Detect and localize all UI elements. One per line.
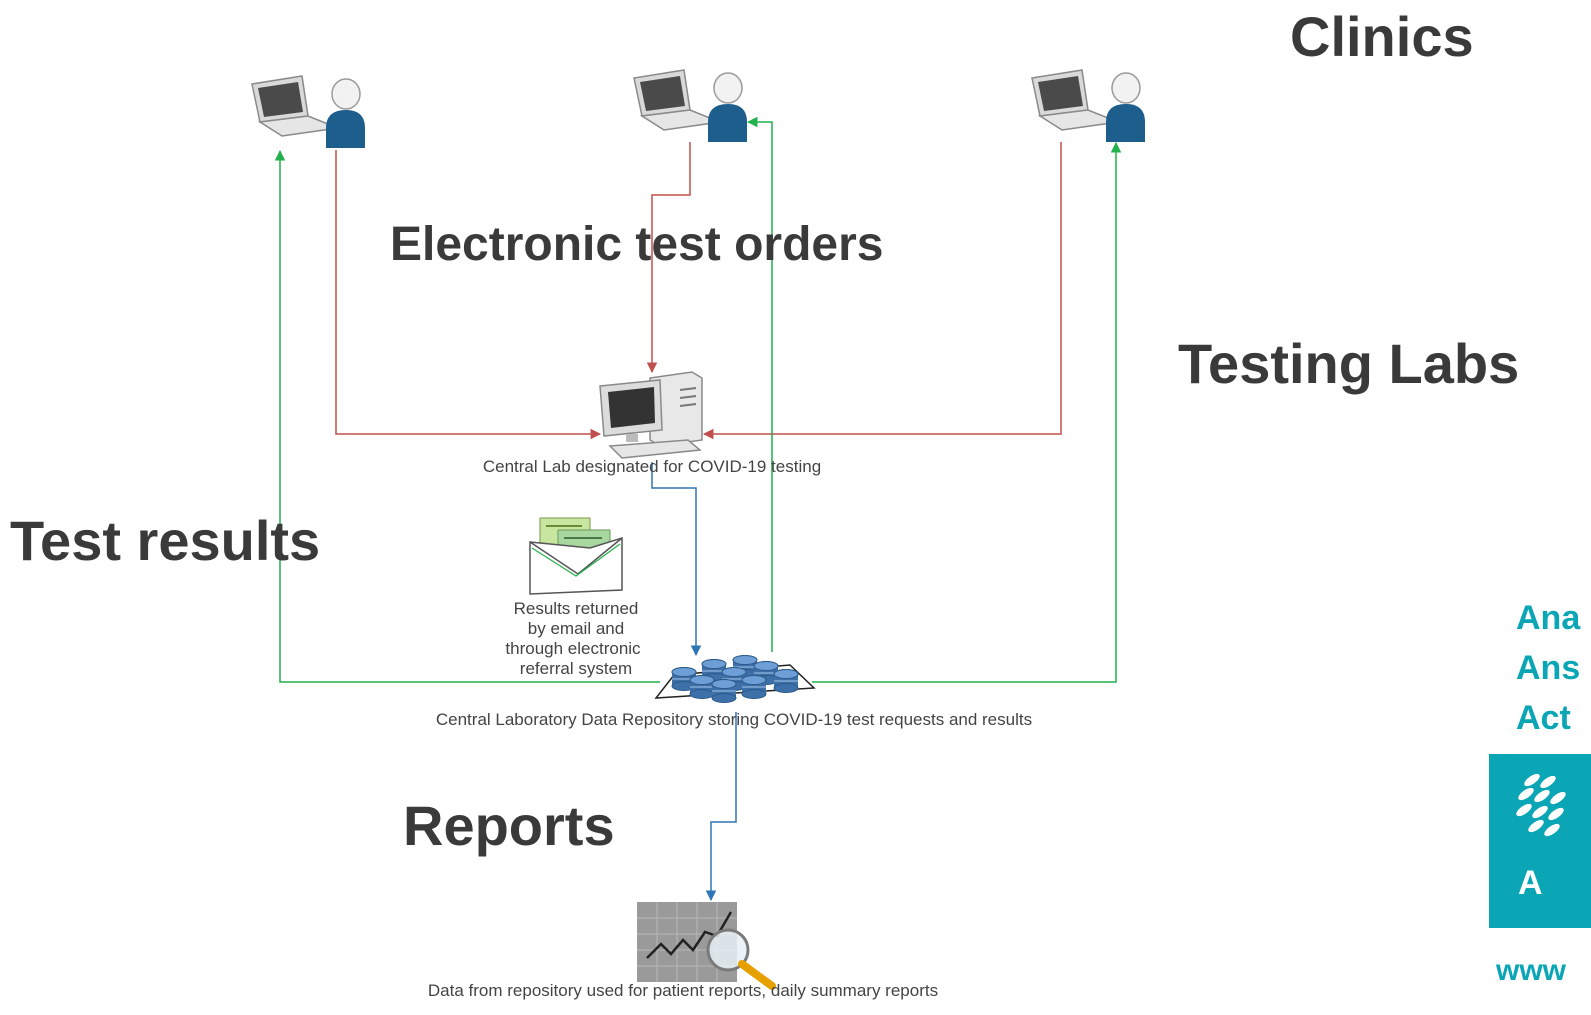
data-line-repository-to-reports [705, 712, 737, 902]
data-line-lab-to-repository [651, 462, 702, 657]
central-lab-computer-icon [599, 371, 703, 459]
reports-caption: Data from repository used for patient re… [428, 981, 938, 1000]
test-results-heading: Test results [10, 509, 320, 572]
central-lab-caption: Central Lab designated for COVID-19 test… [483, 457, 821, 476]
results-caption-line: Results returned [514, 599, 639, 618]
email-envelope-icon [529, 517, 623, 595]
repository-caption: Central Laboratory Data Repository stori… [436, 710, 1032, 729]
testing-labs-heading: Testing Labs [1178, 332, 1519, 395]
data-repository-icon [654, 655, 816, 703]
reports-heading: Reports [403, 794, 615, 857]
magnifier-icon [706, 928, 776, 990]
electronic-test-orders-heading: Electronic test orders [390, 218, 884, 271]
order-line-left [335, 150, 602, 440]
result-line-left [274, 149, 660, 683]
brand-text-line: Ana [1516, 599, 1581, 637]
results-caption-line: referral system [520, 659, 632, 678]
brand-text-line: Act [1516, 699, 1571, 737]
brand-text-line: Ans [1516, 649, 1580, 687]
clinic-user-icon [1031, 69, 1146, 143]
clinic-user-icon [633, 69, 748, 143]
clinics-heading: Clinics [1290, 5, 1474, 68]
result-line-right [812, 141, 1122, 683]
results-caption-line: by email and [528, 619, 624, 638]
results-caption-line: through electronic [505, 639, 641, 658]
clinic-user-icon [251, 75, 366, 149]
brand-logo: A [1489, 754, 1591, 928]
order-line-center [646, 142, 691, 374]
result-line-center [746, 116, 773, 652]
brand-logo-letter: A [1518, 864, 1543, 902]
brand-url-fragment: www [1495, 954, 1567, 987]
order-line-right [702, 142, 1062, 440]
